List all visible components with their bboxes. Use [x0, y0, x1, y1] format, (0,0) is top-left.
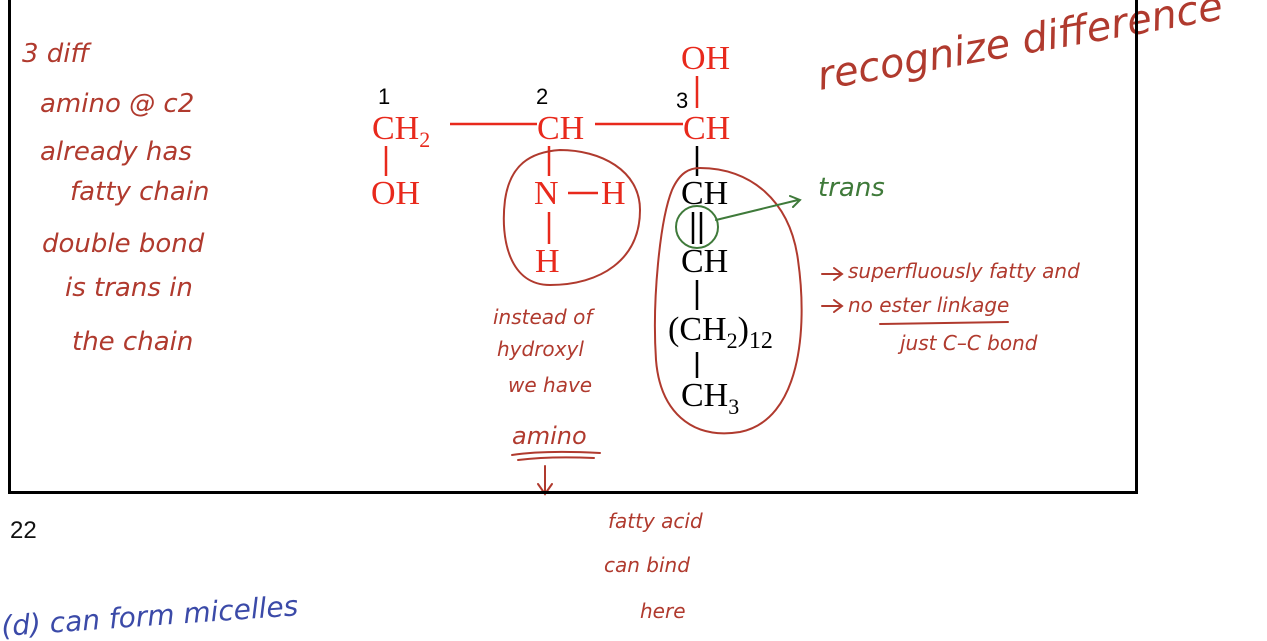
- right-note-3: just C–C bond: [897, 331, 1038, 355]
- sphingosine-structure: 1 2 3 CH2 OH CH N H H CH OH CH CH: [371, 40, 773, 419]
- center-note-4: amino: [512, 422, 587, 450]
- note-line-5: double bond: [42, 229, 205, 259]
- note-line-3: already has: [40, 137, 192, 167]
- page-number: 22: [10, 517, 37, 544]
- trans-annotation: [675, 195, 802, 249]
- note-line-1: 3 diff: [22, 39, 93, 69]
- c3-hydroxyl: OH: [681, 40, 730, 77]
- c1-hydroxyl: OH: [371, 175, 420, 212]
- carbon-number-1: 1: [378, 84, 390, 109]
- amino-underline: [511, 450, 601, 456]
- trans-arrow: [715, 195, 802, 221]
- note-line-7: the chain: [72, 327, 193, 357]
- terminal-methyl: CH3: [681, 377, 739, 419]
- c5-group: CH: [681, 243, 728, 280]
- carbon-number-2: 2: [536, 84, 548, 109]
- double-bond-circle: [675, 205, 719, 249]
- c3-group: CH: [683, 110, 730, 147]
- handwritten-annotations: [502, 148, 1009, 496]
- amino-underline-2: [517, 456, 595, 461]
- c4-group: CH: [681, 175, 728, 212]
- bottom-note-1: fatty acid: [608, 509, 703, 533]
- slide-frame: [8, 0, 1138, 494]
- c2-group: CH: [537, 110, 584, 147]
- arrow-2: [821, 299, 844, 313]
- center-note-2: hydroxyl: [497, 337, 584, 361]
- c1-group: CH2: [372, 110, 430, 152]
- bottom-note-2: can bind: [604, 553, 690, 577]
- amine-hydrogen-down: H: [535, 243, 560, 280]
- amine-circle: [502, 148, 642, 287]
- amine-nitrogen: N: [534, 175, 559, 212]
- amine-hydrogen-right: H: [601, 175, 626, 212]
- methylene-chain: (CH2)12: [668, 311, 773, 354]
- center-note-1: instead of: [493, 305, 595, 329]
- right-note-1: superfluously fatty and: [848, 259, 1080, 283]
- bottom-note-3: here: [640, 599, 686, 623]
- arrow-1: [821, 267, 844, 281]
- trans-label: trans: [818, 173, 885, 203]
- center-note-3: we have: [508, 373, 592, 397]
- ester-underline: [879, 321, 1009, 325]
- bottom-left-note: (d) can form micelles: [0, 589, 299, 641]
- down-arrow: [537, 465, 553, 496]
- carbon-number-3: 3: [676, 88, 688, 113]
- tail-circle: [653, 166, 803, 435]
- note-line-4: fatty chain: [70, 177, 210, 207]
- right-note-2: no ester linkage: [848, 293, 1009, 317]
- note-line-6: is trans in: [65, 273, 193, 303]
- note-line-2: amino @ c2: [40, 89, 194, 119]
